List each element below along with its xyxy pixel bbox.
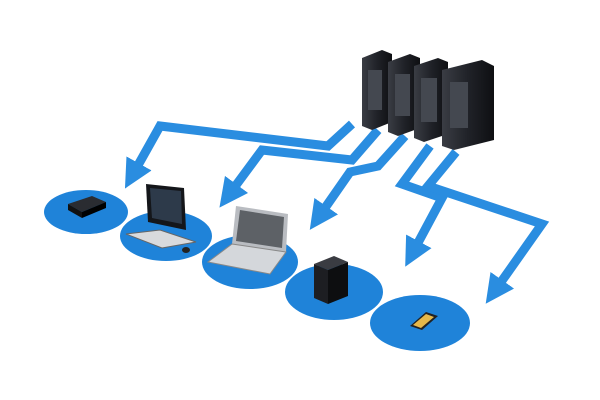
arrow-to-tower [394,143,449,267]
arrow-to-laptop [309,132,409,230]
smartphone-icon [410,312,438,330]
server-4 [442,60,494,150]
server-1 [362,50,392,130]
router-icon [68,196,106,218]
server-3 [414,58,448,142]
arrow-to-router [124,120,356,189]
tower-computer-icon [314,256,348,304]
arrow-to-desktop [219,127,382,208]
server-rack [362,50,494,150]
arrow-to-phone [420,149,550,304]
server-2 [388,54,420,136]
desktop-computer-icon [125,184,197,253]
laptop-icon [206,206,288,275]
